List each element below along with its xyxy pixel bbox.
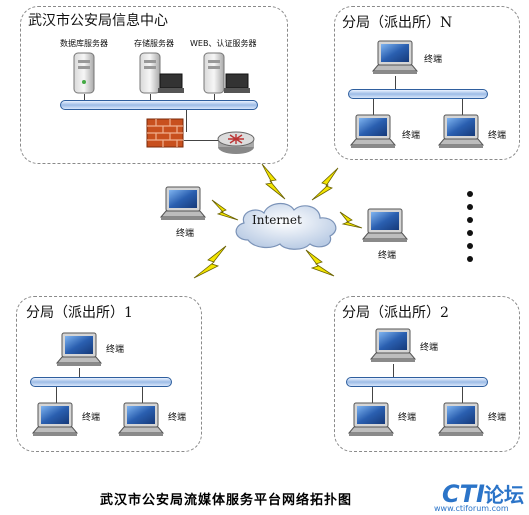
server-icon <box>203 52 250 94</box>
station-n-title: 分局（派出所）N <box>342 15 453 31</box>
internet-label: Internet <box>252 213 302 227</box>
station-1-bus <box>30 377 172 387</box>
link-line <box>372 387 373 403</box>
free-terminal-label: 终端 <box>176 229 195 239</box>
link-line <box>184 140 218 141</box>
db-server-label: 数据库服务器 <box>60 39 108 48</box>
link-line <box>79 368 80 378</box>
station-2-bus <box>346 377 488 387</box>
link-line <box>186 110 187 132</box>
station-n-terminal-label: 终端 <box>488 131 507 141</box>
link-line <box>462 99 463 115</box>
watermark-logo: CTI 论坛 <box>442 480 524 508</box>
more-stations-dots <box>467 191 473 262</box>
station-n-bus <box>348 89 488 99</box>
firewall-icon <box>146 118 184 148</box>
cloud-icon <box>235 203 337 250</box>
link-line <box>395 76 396 90</box>
web-auth-server-label: WEB、认证服务器 <box>190 39 257 48</box>
station-2-terminal-label: 终端 <box>488 413 507 423</box>
link-line <box>393 364 394 378</box>
laptop-icon <box>349 114 397 148</box>
link-line <box>56 387 57 403</box>
diagram-caption: 武汉市公安局流媒体服务平台网络拓扑图 <box>100 493 353 508</box>
laptop-icon <box>117 402 165 436</box>
svg-text:论坛: 论坛 <box>484 483 524 507</box>
station-n-terminal-label: 终端 <box>402 131 421 141</box>
link-line <box>150 94 151 101</box>
router-icon <box>217 131 255 154</box>
station-1-terminal-label: 终端 <box>168 413 187 423</box>
link-line <box>373 99 374 115</box>
svg-text:CTI: CTI <box>442 480 485 508</box>
station-1-terminal-label: 终端 <box>82 413 101 423</box>
link-line <box>142 387 143 403</box>
laptop-icon <box>369 328 417 362</box>
server-icon <box>73 52 95 94</box>
station-1-title: 分局（派出所）1 <box>26 305 133 321</box>
link-line <box>84 94 85 101</box>
station-n-terminal-label: 终端 <box>424 55 443 65</box>
info-center-title: 武汉市公安局信息中心 <box>28 13 168 29</box>
storage-server-label: 存储服务器 <box>134 39 174 48</box>
link-line <box>462 387 463 403</box>
info-center-bus <box>60 100 258 110</box>
laptop-icon <box>361 208 409 242</box>
watermark-url: www.ctiforum.com <box>434 504 509 513</box>
laptop-icon <box>159 186 207 220</box>
laptop-icon <box>347 402 395 436</box>
laptop-icon <box>55 332 103 366</box>
station-2-title: 分局（派出所）2 <box>342 305 449 321</box>
server-icon <box>139 52 184 94</box>
laptop-icon <box>437 114 485 148</box>
laptop-icon <box>371 40 419 74</box>
station-1-terminal-label: 终端 <box>106 345 125 355</box>
free-terminal-label: 终端 <box>378 251 397 261</box>
laptop-icon <box>31 402 79 436</box>
laptop-icon <box>437 402 485 436</box>
station-2-terminal-label: 终端 <box>420 343 439 353</box>
station-2-terminal-label: 终端 <box>398 413 417 423</box>
link-line <box>214 94 215 101</box>
